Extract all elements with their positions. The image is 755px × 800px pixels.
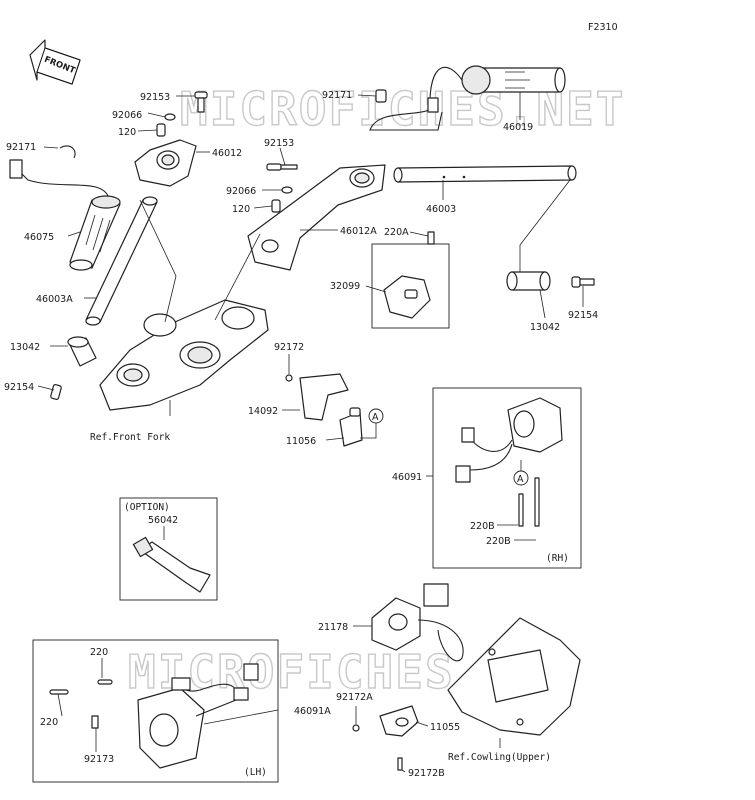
label-92066-right: 92066 — [226, 186, 256, 197]
grip-connector-left — [9, 159, 23, 179]
label-92172A: 92172A — [336, 692, 373, 703]
bolt-120-left — [156, 123, 166, 137]
handlebar-holder-46012 — [134, 139, 197, 187]
handlebar-pipe-46003A — [85, 196, 158, 326]
pin-92173 — [91, 715, 99, 729]
screw-220B-1 — [518, 493, 524, 527]
label-56042: 56042 — [148, 515, 178, 526]
ref-rh: (RH) — [546, 553, 569, 564]
grip-connector-right — [427, 97, 439, 113]
svg-text:A: A — [517, 474, 524, 485]
switch-46091A-lh — [49, 663, 259, 769]
ref-front-fork: Ref.Front Fork — [90, 432, 170, 443]
label-14092: 14092 — [248, 406, 278, 417]
label-11055: 11055 — [430, 722, 460, 733]
label-120-right: 120 — [232, 204, 250, 215]
washer-92066-right — [281, 186, 293, 194]
screw-92172B — [397, 757, 403, 771]
label-220A: 220A — [384, 227, 409, 238]
bar-end-weight-13042-left — [67, 336, 97, 367]
clamp-92171-right — [375, 89, 387, 103]
label-21178: 21178 — [318, 622, 348, 633]
callout-a-2: A — [513, 460, 529, 486]
grip-wire-left — [19, 171, 109, 197]
grip-46075 — [69, 195, 121, 271]
label-92154-left: 92154 — [4, 382, 34, 393]
callout-a-1: A — [360, 408, 384, 439]
grip-46019 — [461, 65, 566, 95]
label-220-1: 220 — [90, 647, 108, 658]
label-11056: 11056 — [286, 436, 316, 447]
ref-cowling-upper: Ref.Cowling(Upper) — [448, 752, 551, 763]
ref-lh: (LH) — [244, 767, 267, 778]
label-46075: 46075 — [24, 232, 54, 243]
label-13042-right: 13042 — [530, 322, 560, 333]
label-13042-left: 13042 — [10, 342, 40, 353]
box-46091A-lh — [32, 639, 279, 783]
label-46091: 46091 — [392, 472, 422, 483]
label-92173: 92173 — [84, 754, 114, 765]
clamp-92171-left — [59, 145, 76, 159]
figure-code: F2310 — [588, 22, 618, 33]
label-92154-right: 92154 — [568, 310, 598, 321]
ref-option: (OPTION) — [124, 502, 170, 513]
handlebar-pipe-46003 — [393, 165, 577, 183]
label-46003A: 46003A — [36, 294, 73, 305]
label-220B-1: 220B — [470, 521, 495, 532]
label-92172B: 92172B — [408, 768, 445, 779]
screw-92172A — [352, 724, 360, 732]
box-option — [119, 497, 218, 601]
label-92153-right: 92153 — [264, 138, 294, 149]
screw-220-1 — [97, 679, 113, 685]
label-46003: 46003 — [426, 204, 456, 215]
label-92172: 92172 — [274, 342, 304, 353]
label-120-left: 120 — [118, 127, 136, 138]
screw-220-2 — [49, 689, 69, 695]
handlebar-holder-46012A — [247, 164, 386, 271]
bolt-92153-right — [266, 163, 298, 171]
label-92171-left: 92171 — [6, 142, 36, 153]
bolt-120-right — [271, 199, 281, 213]
grease-tube-56042 — [132, 536, 211, 593]
switch-bracket-32099 — [383, 231, 435, 319]
box-46091-rh — [432, 387, 582, 569]
bracket-11055 — [379, 705, 419, 737]
svg-text:A: A — [372, 412, 379, 423]
leader-lines — [37, 92, 584, 773]
label-46012: 46012 — [212, 148, 242, 159]
box-32099 — [371, 243, 450, 329]
screw-92154-right — [571, 276, 595, 288]
bar-end-weight-13042-right — [506, 271, 551, 291]
label-92171-right: 92171 — [322, 90, 352, 101]
screw-92172 — [285, 374, 293, 382]
washer-92066-left — [164, 113, 176, 121]
label-46091A: 46091A — [294, 706, 331, 717]
label-46012A: 46012A — [340, 226, 377, 237]
switch-46091-rh — [455, 397, 563, 527]
label-46019: 46019 — [503, 122, 533, 133]
bracket-11056 — [339, 407, 363, 447]
screw-220B-2 — [534, 477, 540, 527]
upper-triple-clamp — [99, 299, 269, 411]
label-32099: 32099 — [330, 281, 360, 292]
label-220-2: 220 — [40, 717, 58, 728]
label-220B-2: 220B — [486, 536, 511, 547]
unit-21178 — [371, 583, 464, 662]
label-92066-left: 92066 — [112, 110, 142, 121]
screw-220A — [427, 231, 435, 245]
bolt-92153-left — [194, 91, 208, 113]
screw-92154-left — [50, 384, 62, 400]
stay-14092 — [299, 373, 349, 421]
front-direction-arrow: FRONT — [29, 39, 81, 85]
label-92153-left: 92153 — [140, 92, 170, 103]
cowling-upper — [447, 617, 581, 736]
